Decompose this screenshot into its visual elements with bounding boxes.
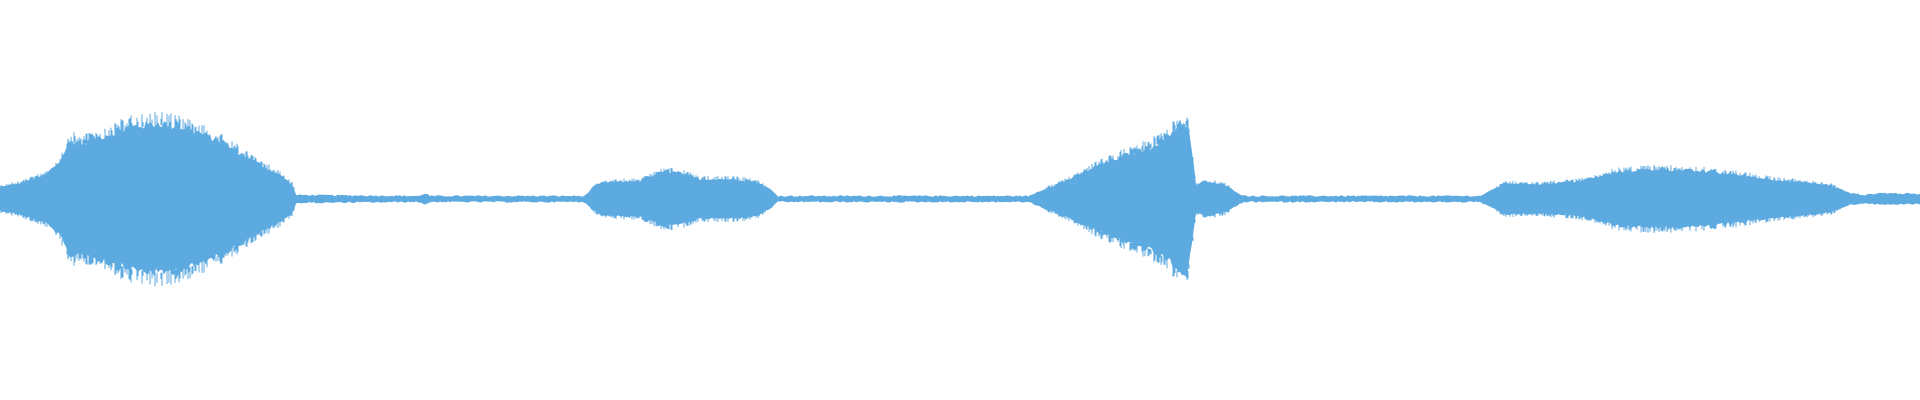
waveform-envelope (0, 119, 1920, 277)
waveform-noise (0, 111, 1838, 287)
